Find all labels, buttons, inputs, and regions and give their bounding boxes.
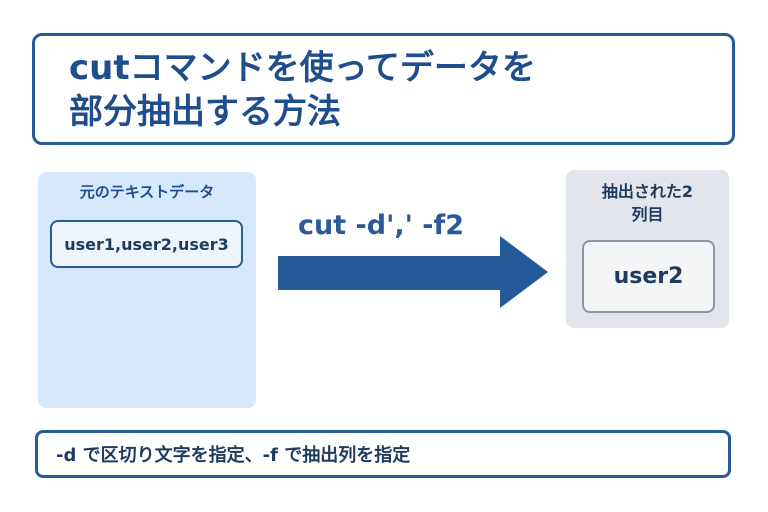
result-panel: 抽出された2 列目 user2 [566,170,729,328]
title-line-1: cutコマンドを使ってデータを [69,48,536,88]
source-data-value: user1,user2,user3 [50,220,243,268]
note-text: -d で区切り文字を指定、-f で抽出列を指定 [56,445,411,466]
right-arrow-icon [278,236,548,308]
note-box: -d で区切り文字を指定、-f で抽出列を指定 [35,430,731,478]
title-line-2: 部分抽出する方法 [69,92,341,132]
source-data-panel: 元のテキストデータ user1,user2,user3 [38,172,256,408]
result-label: 抽出された2 列目 [601,182,694,224]
title-box: cutコマンドを使ってデータを 部分抽出する方法 [32,33,735,145]
command-text: cut -d',' -f2 [298,210,464,241]
source-data-label: 元のテキストデータ [79,183,215,201]
result-value: user2 [582,240,715,313]
